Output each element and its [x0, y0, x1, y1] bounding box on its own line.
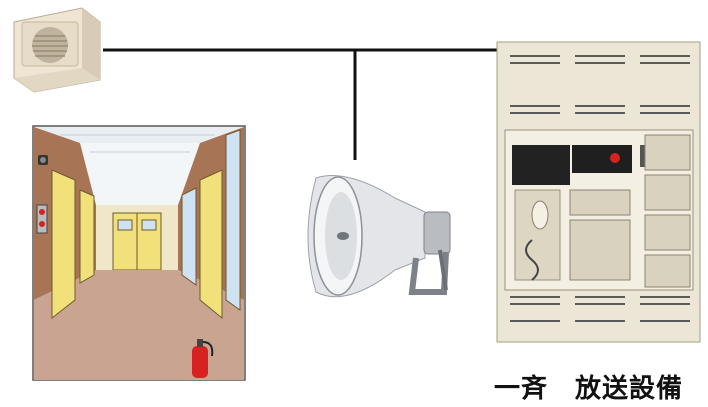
school-corridor-illustration	[32, 125, 246, 381]
connection-wires	[103, 48, 497, 160]
broadcast-equipment-rack-icon	[496, 41, 701, 343]
horn-speaker-icon	[307, 175, 451, 298]
fire-extinguisher-icon	[192, 339, 214, 378]
wall-speaker-icon	[13, 7, 101, 93]
equipment-caption: 一斉 放送設備	[494, 374, 684, 404]
